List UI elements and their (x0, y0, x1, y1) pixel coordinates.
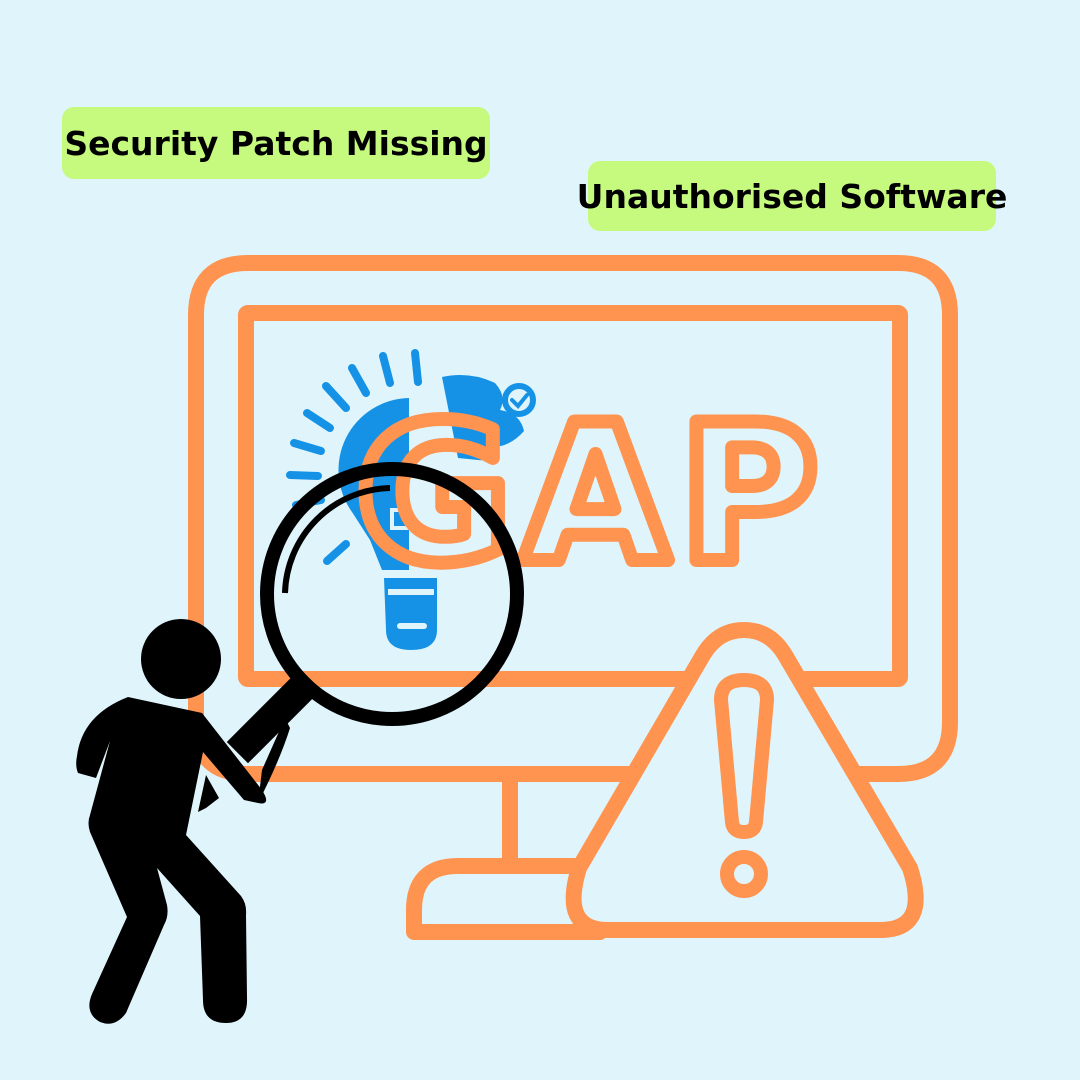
lightbulb-puzzle-icon (286, 349, 536, 650)
security-patch-missing-label: Security Patch Missing (62, 107, 490, 179)
magnifying-glass-icon (226, 462, 524, 764)
gap-text: GAP (356, 384, 828, 605)
unauthorised-software-label: Unauthorised Software (577, 161, 1007, 231)
warning-triangle-icon (565, 622, 924, 938)
person-silhouette-icon (76, 619, 290, 1024)
monitor-icon (188, 255, 958, 940)
